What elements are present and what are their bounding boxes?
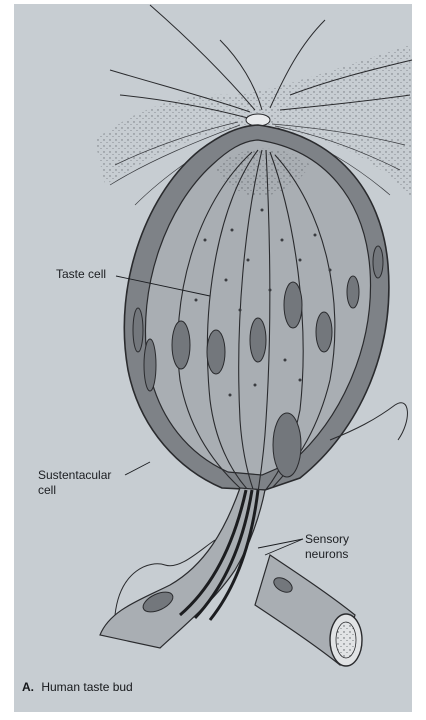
label-sensory-neurons: Sensory neurons	[305, 532, 349, 562]
caption-text: Human taste bud	[41, 680, 132, 694]
label-sustentacular-cell: Sustentacular cell	[38, 468, 111, 498]
label-taste-cell: Taste cell	[56, 267, 106, 282]
taste-bud-body	[124, 125, 389, 492]
caption-letter: A.	[22, 680, 34, 694]
figure-caption: A. Human taste bud	[22, 680, 133, 694]
